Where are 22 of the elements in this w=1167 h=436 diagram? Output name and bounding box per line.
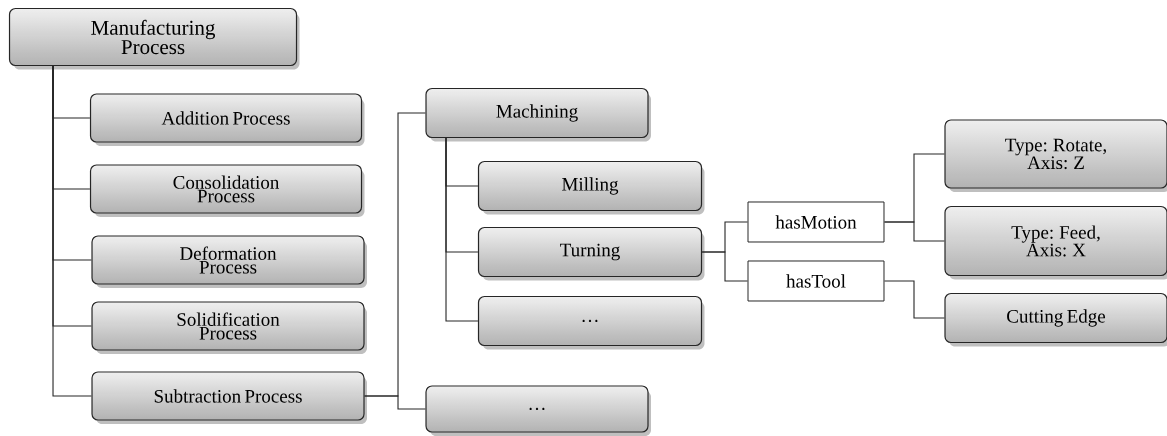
process-box: Consolidation Process — [89, 164, 365, 217]
connector-line — [701, 251, 749, 282]
connector-line — [883, 280, 945, 319]
connector-line — [364, 395, 426, 410]
process-box: … — [425, 385, 651, 436]
process-box: Cutting Edge — [944, 292, 1167, 347]
process-box: … — [477, 295, 705, 350]
process-box: Type: Feed, Axis: X — [944, 205, 1167, 280]
process-box: Type: Rotate, Axis: Z — [944, 119, 1167, 192]
process-box: Solidification Process — [91, 301, 367, 354]
process-box: Manufacturing Process — [8, 7, 300, 70]
process-box: Subtraction Process — [91, 371, 367, 424]
relation-box: hasMotion — [747, 201, 885, 243]
process-box: Addition Process — [89, 93, 365, 146]
connector-line — [883, 221, 945, 242]
relation-box: hasTool — [747, 260, 885, 302]
process-box: Machining — [425, 87, 651, 142]
process-box: Milling — [477, 160, 705, 215]
connector-line — [445, 137, 479, 322]
process-box: Deformation Process — [91, 235, 367, 288]
process-box: Turning — [477, 226, 705, 281]
connector-line — [52, 65, 92, 397]
